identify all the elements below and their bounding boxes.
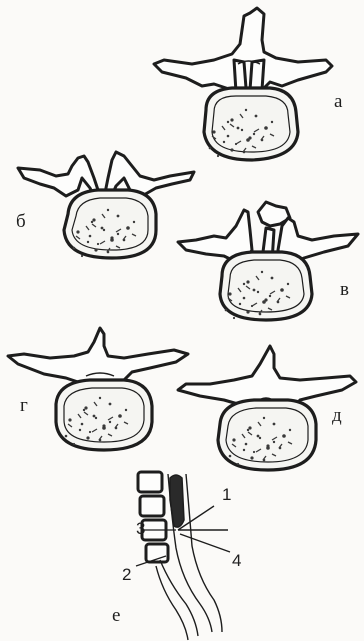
callout-3: 3 xyxy=(136,520,145,537)
label-v: в xyxy=(340,280,349,299)
label-d: д xyxy=(332,406,342,425)
vertebra-b xyxy=(18,152,194,258)
vertebra-d xyxy=(178,346,356,470)
vertebra-a xyxy=(154,8,332,160)
sagittal-section-e xyxy=(136,472,230,640)
label-b: б xyxy=(16,212,26,231)
label-e: е xyxy=(112,606,120,625)
callout-2: 2 xyxy=(122,566,131,583)
label-a: а xyxy=(334,92,342,111)
vertebra-g xyxy=(8,328,188,450)
callout-4: 4 xyxy=(232,552,241,569)
label-g: г xyxy=(20,396,28,415)
vertebra-v xyxy=(178,202,358,320)
callout-1: 1 xyxy=(222,486,231,503)
